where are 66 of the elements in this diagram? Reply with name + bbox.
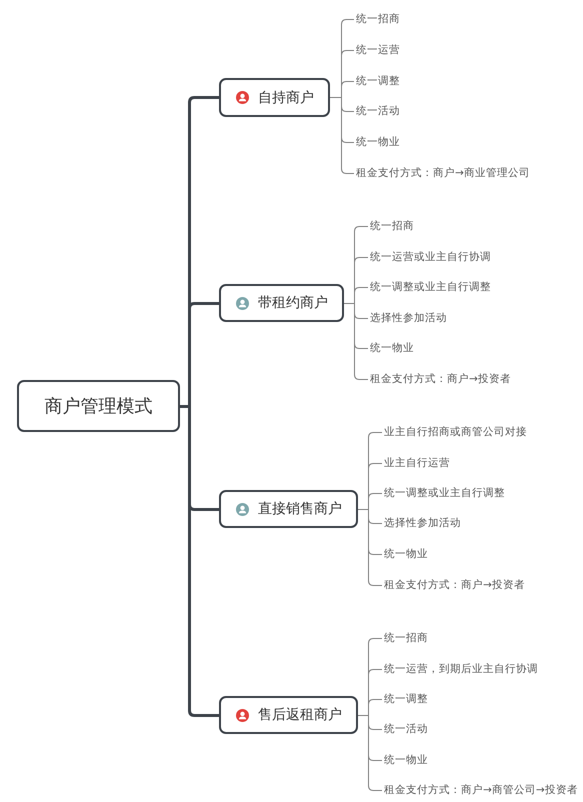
connector-line	[341, 19, 354, 25]
topic-title: 自持商户	[258, 88, 314, 106]
connector-line	[368, 699, 382, 705]
connector-line	[188, 504, 219, 511]
subtopic-text: 统一运营或业主自行协调	[370, 250, 491, 264]
subtopic-text: 选择性参加活动	[384, 516, 461, 530]
connector-line	[368, 638, 382, 644]
connector-line	[330, 24, 342, 169]
topic-box	[219, 78, 330, 117]
connector-line	[368, 724, 382, 730]
connector-line	[354, 287, 368, 293]
topic-box	[219, 284, 344, 322]
connector-line	[354, 257, 368, 263]
connector-line	[358, 437, 369, 581]
connector-line	[368, 669, 382, 675]
subtopic-text: 统一调整	[384, 692, 428, 706]
topic-title: 带租约商户	[258, 294, 328, 312]
connector-line	[368, 432, 382, 438]
connector-line	[368, 463, 382, 469]
subtopic-text: 选择性参加活动	[370, 311, 447, 325]
connector-line	[354, 343, 368, 349]
connector-line	[358, 643, 369, 786]
subtopic-text: 统一物业	[384, 753, 428, 767]
subtopic-text: 统一招商	[356, 12, 400, 26]
connector-line	[178, 101, 191, 712]
topic-box	[219, 696, 358, 734]
subtopic-text: 租金支付方式：商户→投资者	[384, 578, 525, 592]
subtopic-text: 租金支付方式：商户→商业管理公司	[356, 166, 530, 180]
topic-box	[219, 490, 358, 528]
subtopic-text: 统一调整	[356, 74, 400, 88]
subtopic-text: 统一物业	[384, 547, 428, 561]
central-topic-box: 商户管理模式	[17, 380, 180, 432]
connector-line	[368, 580, 382, 586]
connector-line	[354, 313, 368, 319]
subtopic-text: 业主自行运营	[384, 456, 450, 470]
connector-line	[368, 755, 382, 761]
connector-line	[341, 50, 354, 56]
connector-line	[341, 81, 354, 87]
subtopic-text: 统一活动	[384, 722, 428, 736]
connector-line	[341, 168, 354, 174]
subtopic-text: 统一物业	[370, 341, 414, 355]
subtopic-text: 统一招商	[384, 631, 428, 645]
subtopic-text: 租金支付方式：商户→商管公司→投资者	[384, 783, 578, 797]
connector-line	[354, 226, 368, 232]
connector-line	[368, 493, 382, 499]
subtopic-text: 统一招商	[370, 219, 414, 233]
topic-title: 售后返租商户	[258, 706, 342, 724]
connector-line	[341, 106, 354, 112]
subtopic-text: 统一活动	[356, 104, 400, 118]
subtopic-text: 业主自行招商或商管公司对接	[384, 425, 527, 439]
connector-line	[368, 518, 382, 524]
connector-line	[368, 785, 382, 791]
topic-title: 直接销售商户	[258, 500, 342, 518]
subtopic-text: 统一运营	[356, 43, 400, 57]
subtopic-text: 统一调整或业主自行调整	[384, 486, 505, 500]
subtopic-text: 统一物业	[356, 135, 400, 149]
connector-line	[354, 374, 368, 380]
connector-line	[188, 710, 219, 717]
connector-line	[341, 137, 354, 143]
connector-line	[188, 302, 219, 309]
subtopic-text: 统一调整或业主自行调整	[370, 280, 491, 294]
connector-line	[344, 231, 355, 375]
connector-line	[368, 549, 382, 555]
connector-line	[188, 96, 219, 103]
subtopic-text: 租金支付方式：商户→投资者	[370, 372, 511, 386]
subtopic-text: 统一运营，到期后业主自行协调	[384, 662, 538, 676]
